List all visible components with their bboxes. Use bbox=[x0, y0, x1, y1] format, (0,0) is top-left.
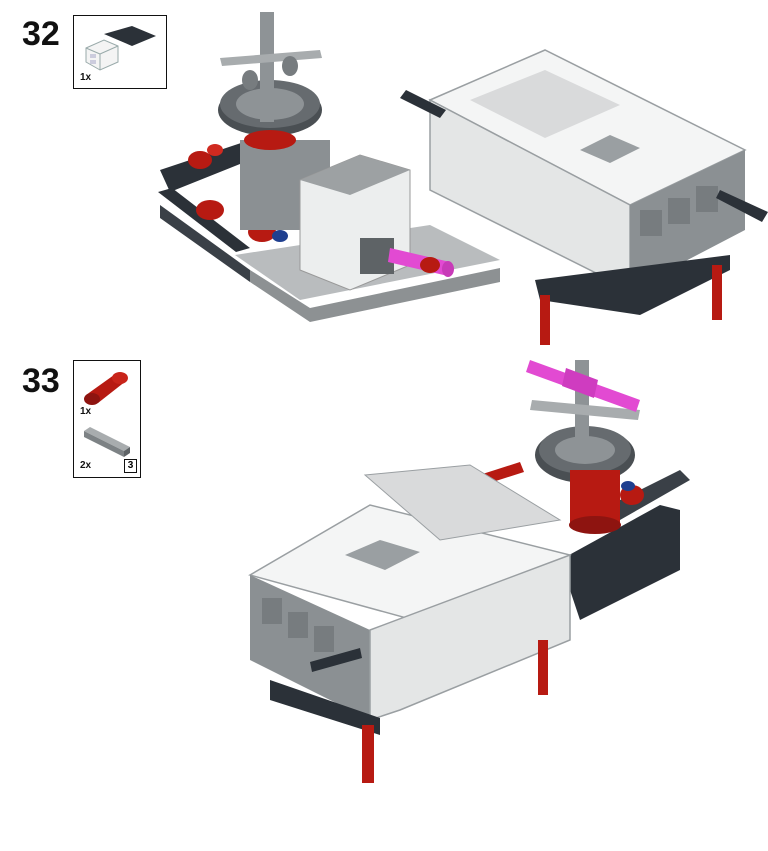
axle-length-badge: 3 bbox=[124, 459, 137, 473]
red-axle-pin-icon bbox=[84, 372, 128, 405]
grey-axle-icon bbox=[84, 427, 130, 457]
part-qty: 2x bbox=[80, 460, 92, 471]
part-qty: 1x bbox=[80, 406, 92, 417]
step-number-32: 32 bbox=[22, 15, 60, 53]
part-qty: 1x bbox=[80, 72, 92, 83]
parts-callout-step-33: 1x 2x 3 bbox=[73, 360, 141, 478]
step-number-33: 33 bbox=[22, 362, 60, 400]
cable-connector-icon bbox=[85, 26, 156, 71]
parts-callout-step-32: 1x bbox=[73, 15, 167, 89]
